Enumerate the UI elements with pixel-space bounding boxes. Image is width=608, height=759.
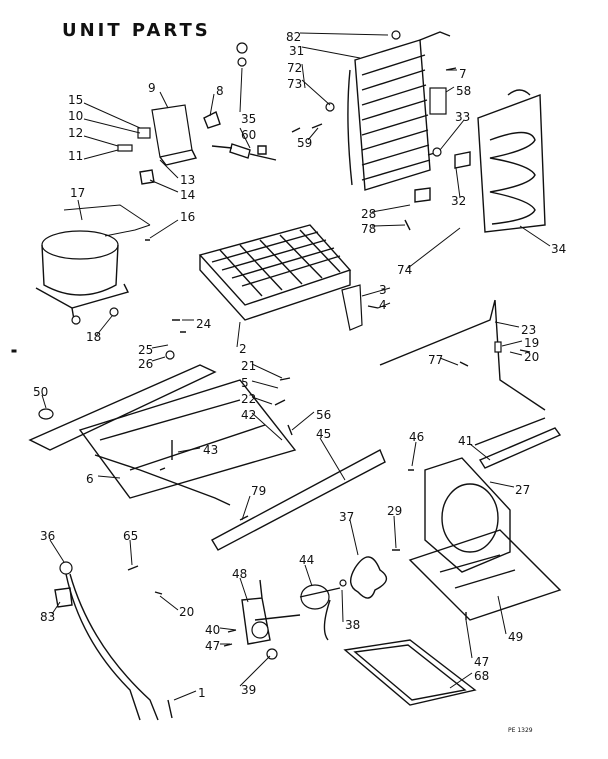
part-label: 1 [198,686,206,700]
part-label: 32 [451,194,466,208]
part-label: 83 [40,610,55,624]
part-label: 47 [474,655,489,669]
part-label: 56 [316,408,331,422]
part-label: 59 [297,136,312,150]
part-label: 73 [287,77,302,91]
drier-part [211,42,277,161]
part-label: 46 [409,430,424,444]
part-label: 48 [232,567,247,581]
part-label: 14 [180,188,195,202]
part-label: 60 [241,128,256,142]
part-label: 4 [379,298,387,312]
fan-shroud-part [408,457,562,621]
part-label: 17 [70,186,85,200]
diagram-title: UNIT PARTS [62,20,211,41]
part-label: 9 [148,81,156,95]
part-label: 29 [387,504,402,518]
part-label: 6 [86,472,94,486]
part-label: 35 [241,112,256,126]
part-number-labels: 8231727375859356089151012111314171633287… [33,30,566,700]
part-label: 21 [241,359,256,373]
part-label: 50 [33,385,48,399]
part-label: 78 [361,222,376,236]
part-label: 15 [68,93,83,107]
part-label: 49 [508,630,523,644]
part-label: 28 [361,207,376,221]
part-label: 16 [180,210,195,224]
part-label: 25 [138,343,153,357]
part-label: 20 [524,350,539,364]
edge-mark [11,349,17,353]
part-label: 5 [241,376,249,390]
part-label: 27 [515,483,530,497]
callout-leaders [41,32,551,701]
part-label: 11 [68,149,83,163]
part-label: 74 [397,263,412,277]
part-label: 72 [287,61,302,75]
base-frame-part [28,364,297,506]
part-label: 26 [138,357,153,371]
part-label: 40 [205,623,220,637]
part-label: 39 [241,683,256,697]
part-label: 82 [286,30,301,44]
evaporator-coil-part [477,89,546,233]
part-label: 43 [203,443,218,457]
part-label: 18 [86,330,101,344]
fastener-parts [109,67,531,719]
part-label: 37 [339,510,354,524]
part-label: 19 [524,336,539,350]
part-label: 22 [241,392,256,406]
part-label: 44 [299,553,314,567]
part-label: 2 [239,342,247,356]
part-label: 45 [316,427,331,441]
bracket-part [341,284,379,331]
motor-bracket-part [241,579,301,660]
part-label: 38 [345,618,360,632]
part-label: 58 [456,84,471,98]
part-label: 47 [205,639,220,653]
part-label: 7 [459,67,467,81]
part-label: 20 [179,605,194,619]
part-label: 77 [428,353,443,367]
compressor-part [35,224,151,325]
part-label: 41 [458,434,473,448]
heater-grid-part [198,224,352,321]
drain-pan-part [343,639,477,706]
part-label: 65 [123,529,138,543]
part-label: 13 [180,173,195,187]
condenser-coil-part [347,30,451,191]
part-label: 31 [289,44,304,58]
part-label: 3 [379,283,387,297]
part-label: 34 [551,242,566,256]
part-label: 8 [216,84,224,98]
wire-harness-part [54,561,159,721]
part-label: 33 [455,110,470,124]
part-label: 12 [68,126,83,140]
wire-bracket-part [379,299,562,469]
part-label: 10 [68,109,83,123]
relay-part [117,104,221,185]
diagram-code: PE 1329 [508,727,533,734]
rail-part [211,449,386,551]
part-label: 68 [474,669,489,683]
part-label: 23 [521,323,536,337]
part-label: 79 [251,484,266,498]
part-label: 36 [40,529,55,543]
fan-motor-part [299,556,388,641]
part-label: 24 [196,317,211,331]
part-label: 42 [241,408,256,422]
